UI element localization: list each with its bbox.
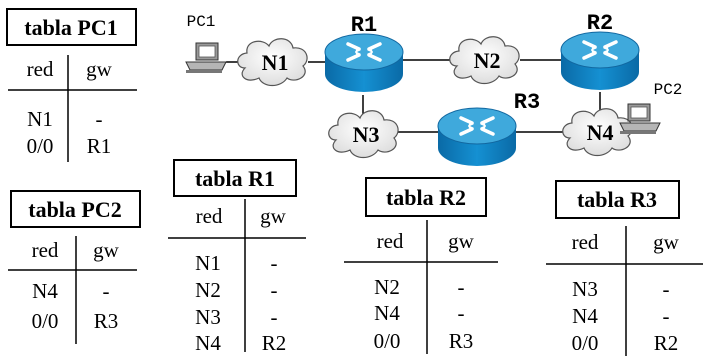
table-cell: - <box>663 277 670 301</box>
column-header-red: red <box>377 229 404 253</box>
table-cell: N2 <box>374 275 400 299</box>
host-pc1: PC1 <box>185 13 227 73</box>
table-cell: N1 <box>195 251 221 275</box>
table-cell: - <box>458 301 465 325</box>
table-cell: 0/0 <box>32 309 59 333</box>
table-cell: N2 <box>195 278 221 302</box>
table-cell: R3 <box>449 329 474 353</box>
table-cell: N3 <box>195 305 221 329</box>
cloud-n1: N1 <box>237 38 308 87</box>
table-cell: - <box>96 107 103 131</box>
table-cell: R3 <box>94 309 119 333</box>
router-icon <box>324 33 404 92</box>
table-title: tabla PC1 <box>24 15 118 40</box>
table-cell: R2 <box>654 331 679 355</box>
table-cell: 0/0 <box>27 134 54 158</box>
router-label: R3 <box>514 90 540 115</box>
table-cell: N4 <box>572 304 598 328</box>
network-label: N4 <box>587 120 614 145</box>
column-header-gw: gw <box>448 229 475 253</box>
table-title: tabla R1 <box>195 166 275 191</box>
table-cell: R2 <box>262 331 287 355</box>
network-label: N3 <box>353 122 380 147</box>
table-r3: tabla R3 red gw N3 - N4 - 0/0 R2 <box>546 180 703 356</box>
link-layer <box>226 59 601 133</box>
table-title-box <box>10 190 141 228</box>
router-r1: R1 <box>324 13 404 92</box>
table-cell: 0/0 <box>374 329 401 353</box>
table-r1: tabla R1 red gw N1 - N2 - N3 - N4 R2 <box>168 159 306 355</box>
cloud-icon <box>237 38 308 87</box>
table-cell: N4 <box>32 279 58 303</box>
table-cell: - <box>458 275 465 299</box>
cloud-n2: N2 <box>449 36 520 85</box>
table-cell: N4 <box>374 301 400 325</box>
table-title: tabla R3 <box>577 187 657 212</box>
router-label: R1 <box>351 13 377 38</box>
table-title-box <box>365 177 487 217</box>
table-cell: R1 <box>87 134 112 158</box>
table-cell: N3 <box>572 277 598 301</box>
column-header-red: red <box>196 204 223 228</box>
table-cell: - <box>271 251 278 275</box>
host-pc2: PC2 <box>619 81 683 134</box>
table-cell: - <box>271 305 278 329</box>
table-cell: N1 <box>27 107 53 131</box>
cloud-icon <box>449 36 520 85</box>
column-header-gw: gw <box>260 204 287 228</box>
network-label: N1 <box>262 50 289 75</box>
column-header-red: red <box>572 230 599 254</box>
table-title-box <box>173 159 297 197</box>
table-cell: 0/0 <box>572 331 599 355</box>
column-header-gw: gw <box>86 57 113 81</box>
cloud-n3: N3 <box>328 110 399 159</box>
table-title: tabla PC2 <box>28 197 122 222</box>
network-label: N2 <box>474 48 501 73</box>
router-r3: R3 <box>437 90 540 166</box>
cloud-icon <box>328 110 399 159</box>
table-pc2: tabla PC2 red gw N4 - 0/0 R3 <box>8 190 141 344</box>
column-header-gw: gw <box>653 230 680 254</box>
column-header-red: red <box>32 238 59 262</box>
host-label: PC1 <box>187 13 216 31</box>
table-title: tabla R2 <box>386 185 466 210</box>
table-cell: - <box>271 278 278 302</box>
router-icon <box>560 31 640 90</box>
table-pc1: tabla PC1 red gw N1 - 0/0 R1 <box>6 8 137 162</box>
computer-icon <box>619 103 661 134</box>
router-r2: R2 <box>560 11 640 90</box>
table-title-box <box>555 180 680 219</box>
host-label: PC2 <box>654 81 683 99</box>
column-header-gw: gw <box>93 238 120 262</box>
table-cell: N4 <box>195 331 221 355</box>
router-label: R2 <box>587 11 613 36</box>
table-r2: tabla R2 red gw N2 - N4 - 0/0 R3 <box>344 177 498 354</box>
column-header-red: red <box>27 57 54 81</box>
table-cell: - <box>103 279 110 303</box>
table-cell: - <box>663 304 670 328</box>
table-title-box <box>6 8 137 46</box>
router-icon <box>437 107 517 166</box>
computer-icon <box>185 42 227 73</box>
